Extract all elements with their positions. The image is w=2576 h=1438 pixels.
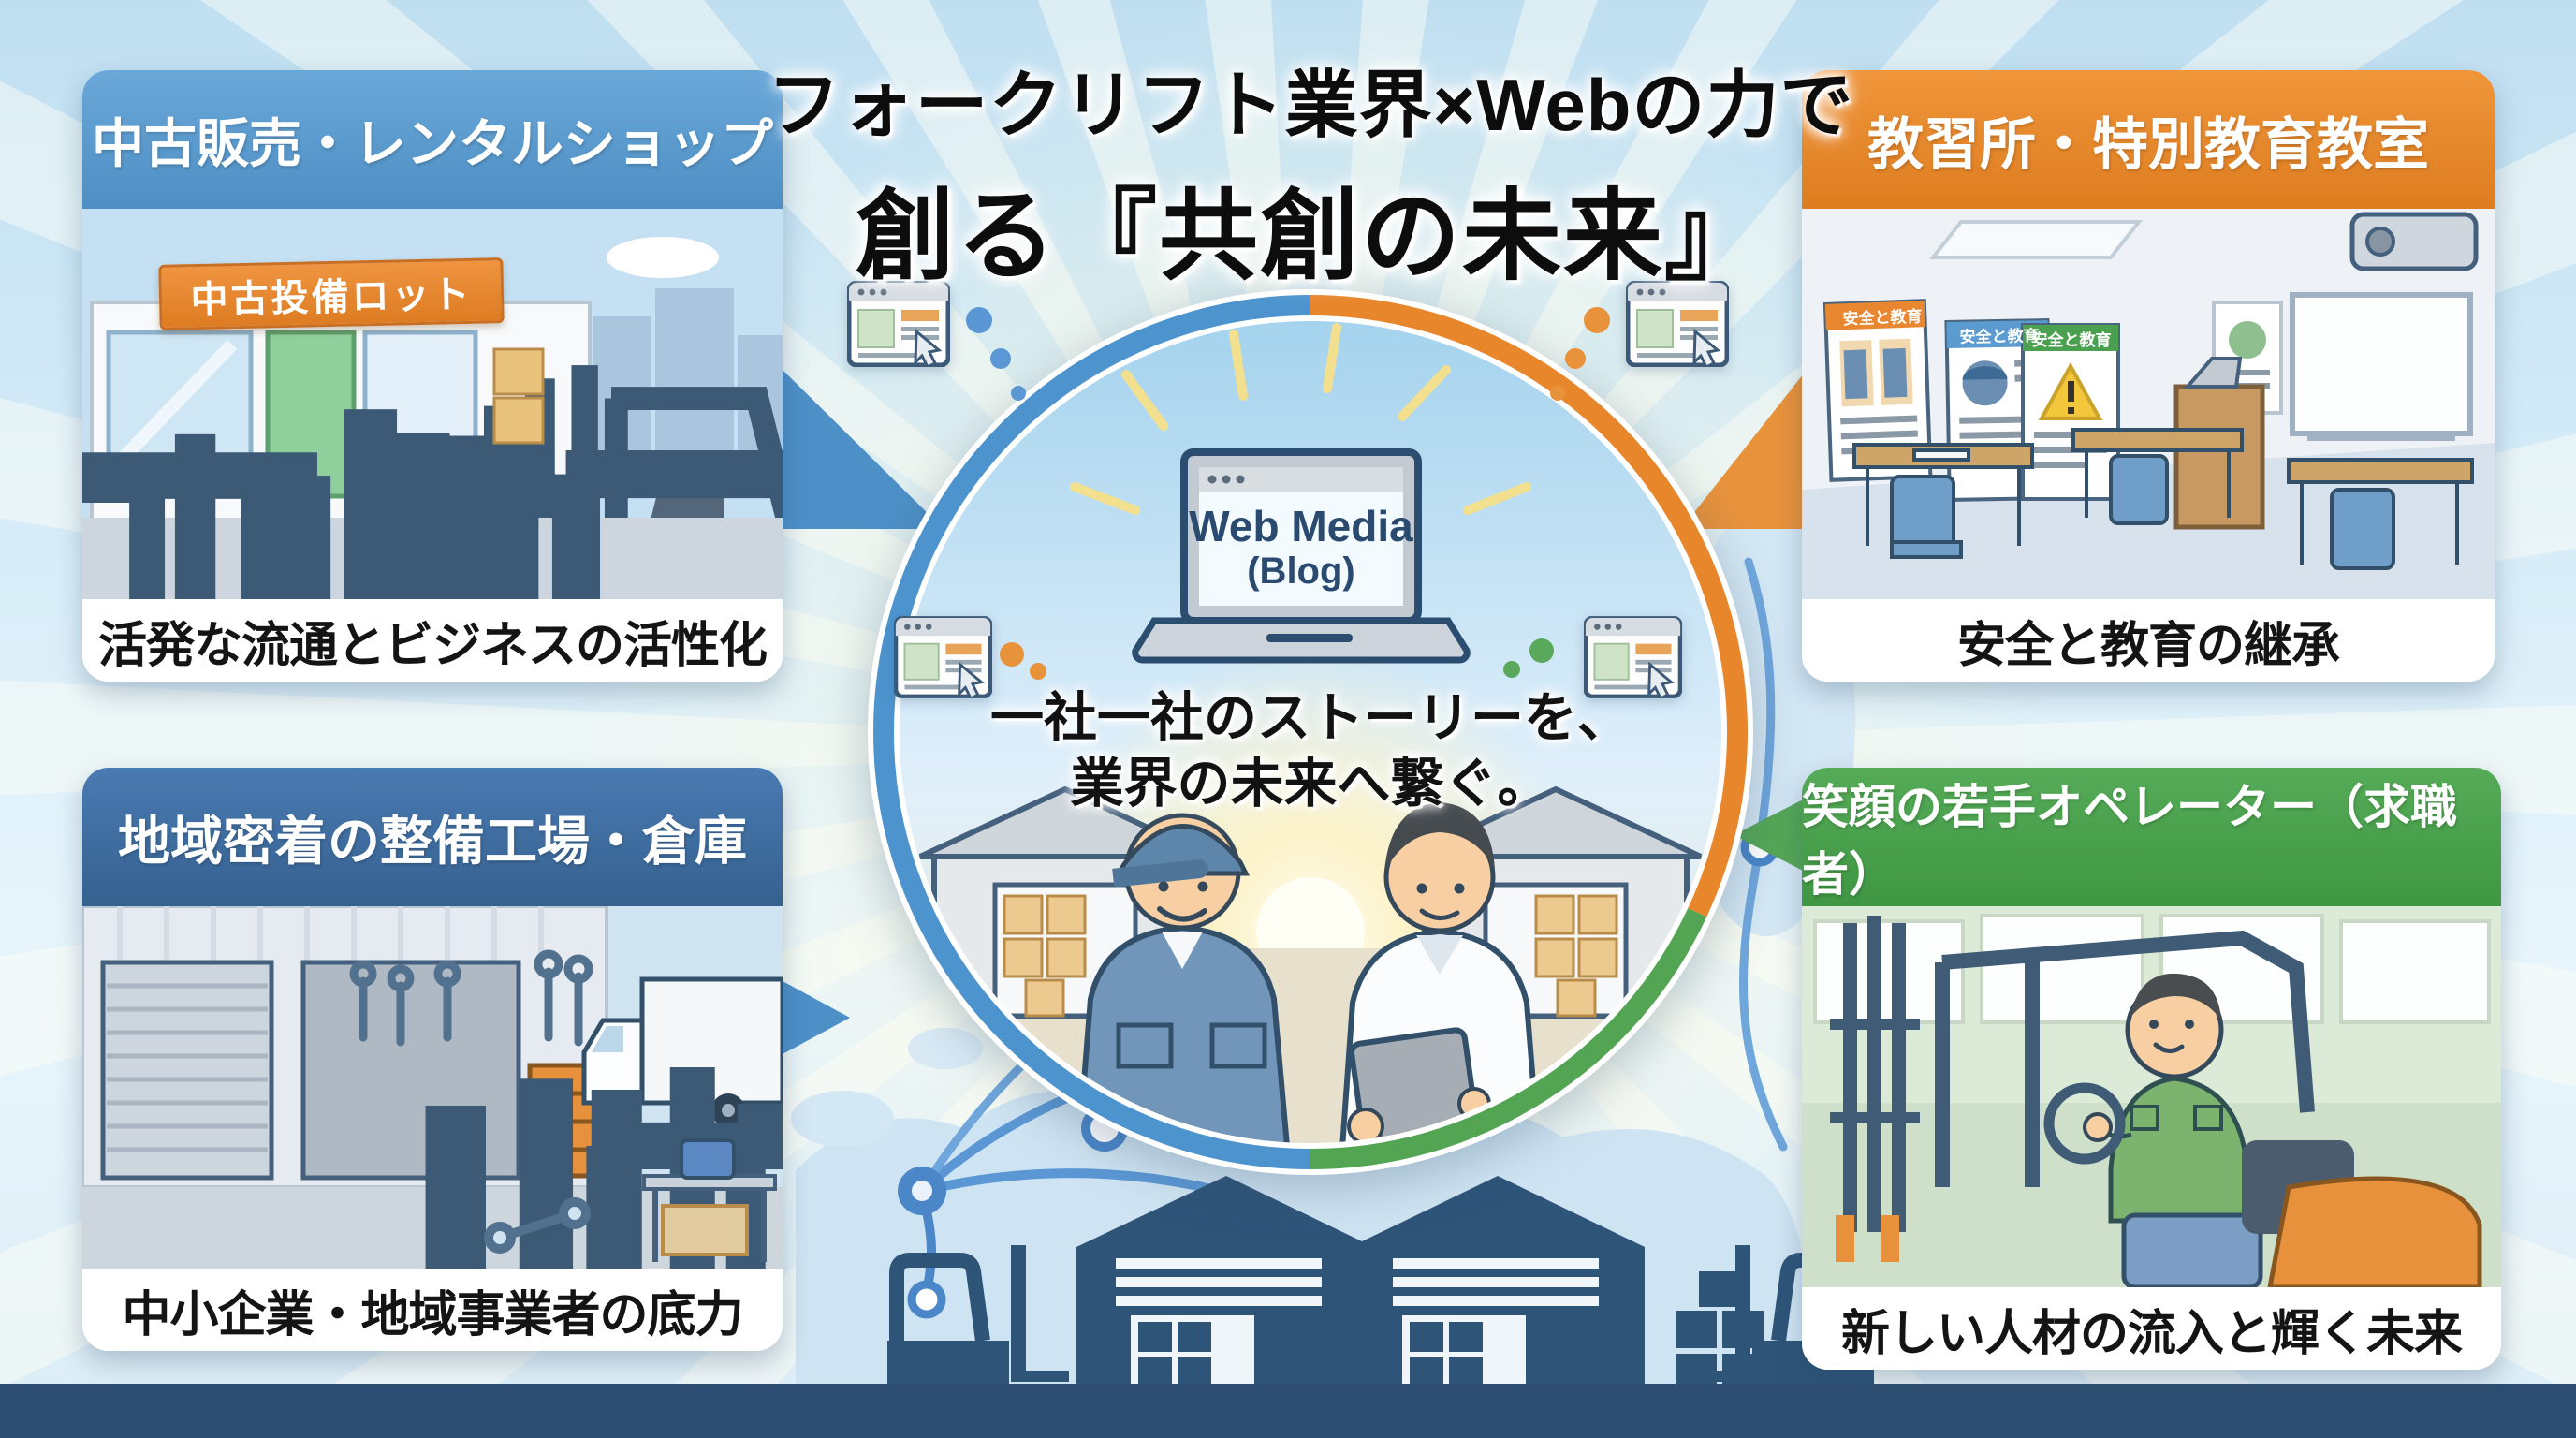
page-title: フォークリフト業界×Webの力で 創る『共創の未来』 bbox=[739, 47, 1881, 300]
web-media-label: Web Media (Blog) bbox=[1184, 503, 1418, 592]
tool-wall bbox=[349, 949, 593, 1047]
footer-band bbox=[0, 1384, 2576, 1438]
open-bay bbox=[300, 960, 521, 1181]
panel-header-operator: 笑顔の若手オペレーター（求職者） bbox=[1802, 768, 2501, 906]
panel-used-sales-rental-shop: 中古販売・レンタルショップ 中古投備ロッ bbox=[82, 70, 783, 682]
title-line-1: フォークリフト業界×Webの力で bbox=[767, 64, 1854, 146]
wrench-icon bbox=[484, 1197, 591, 1254]
web-media-subtitle: (Blog) bbox=[1247, 550, 1355, 592]
web-media-title: Web Media bbox=[1189, 502, 1413, 550]
shop-sign: 中古投備ロット bbox=[158, 257, 505, 330]
panel-caption-operator: 新しい人材の流入と輝く未来 bbox=[1802, 1287, 2501, 1370]
center-tagline: 一社一社のストーリーを、 業界の未来へ繋ぐ。 bbox=[913, 686, 1708, 816]
laptop-icon bbox=[2183, 357, 2243, 389]
vise-icon bbox=[680, 1138, 736, 1180]
operator-person bbox=[2083, 973, 2263, 1287]
classroom-chairs bbox=[1890, 454, 2395, 570]
dot-trail bbox=[1584, 307, 1610, 333]
dot-trail bbox=[966, 307, 992, 333]
panel-caption-factory: 中小企業・地域事業者の底力 bbox=[82, 1269, 783, 1351]
panel-header-factory: 地域密着の整備工場・倉庫 bbox=[82, 768, 783, 906]
safety-poster bbox=[2021, 323, 2120, 501]
ceiling-light bbox=[1928, 220, 2144, 259]
overhead-guard bbox=[1935, 930, 2315, 1187]
dot-trail bbox=[1550, 386, 1565, 401]
dot-trail bbox=[1000, 642, 1024, 667]
browser-window-icon bbox=[894, 616, 992, 698]
steering-wheel bbox=[2043, 1082, 2126, 1165]
light-rays bbox=[1070, 323, 1531, 515]
operator-illustration bbox=[1802, 906, 2501, 1287]
projector-icon bbox=[2349, 212, 2479, 271]
panel-caption-used-sales: 活発な流通とビジネスの活性化 bbox=[82, 599, 783, 682]
poster-title: 安全と教育 bbox=[2031, 331, 2112, 349]
operator-scene bbox=[1802, 906, 2501, 1287]
classroom-scene bbox=[1802, 209, 2495, 599]
classroom-desks bbox=[1852, 428, 2474, 565]
panel-maintenance-factory: 地域密着の整備工場・倉庫 bbox=[82, 768, 783, 1351]
safety-poster bbox=[1822, 299, 1933, 482]
hub-scene bbox=[868, 289, 1753, 1175]
connector-wedges bbox=[783, 370, 1807, 1054]
classroom-illustration: 安全と教育 安全と教育 安全と教育 bbox=[1802, 209, 2495, 599]
panel-training-school: 教習所・特別教育教室 bbox=[1802, 70, 2495, 682]
box-stack bbox=[492, 347, 545, 445]
panel-young-operator: 笑顔の若手オペレーター（求職者） bbox=[1802, 768, 2501, 1370]
dot-trail bbox=[1030, 663, 1046, 680]
tagline-line-2: 業界の未来へ繋ぐ。 bbox=[1070, 753, 1551, 814]
dot-trail bbox=[1503, 661, 1520, 678]
dot-trail bbox=[1565, 348, 1586, 369]
used-shop-illustration: 中古投備ロット bbox=[82, 209, 783, 599]
poster-title: 安全と教育 bbox=[1842, 307, 1923, 329]
whiteboard bbox=[2290, 292, 2473, 441]
podium bbox=[2174, 357, 2265, 530]
tagline-line-1: 一社一社のストーリーを、 bbox=[990, 688, 1631, 748]
dot-trail bbox=[1011, 386, 1026, 401]
panel-header-used-sales: 中古販売・レンタルショップ bbox=[82, 70, 783, 209]
box-stack-silhouette bbox=[1676, 1271, 1764, 1387]
panel-caption-training: 安全と教育の継承 bbox=[1802, 599, 2495, 682]
warehouse-forklift-silhouette bbox=[887, 1176, 1874, 1404]
center-hub-circle: Web Media (Blog) 一社一社のストーリーを、 業界の未来へ繋ぐ。 bbox=[855, 276, 1766, 1188]
title-line-2: 創る『共創の未来』 bbox=[856, 182, 1765, 292]
browser-window-icon bbox=[1584, 616, 1682, 698]
workbench bbox=[642, 1138, 777, 1262]
laptop-icon bbox=[1070, 323, 1531, 664]
garage-scene bbox=[82, 906, 783, 1269]
forklift-body bbox=[2242, 1140, 2482, 1287]
segmented-ring bbox=[868, 289, 1753, 1175]
panel-header-training: 教習所・特別教育教室 bbox=[1802, 70, 2495, 209]
garage-illustration bbox=[82, 906, 783, 1269]
dot-trail bbox=[1530, 638, 1554, 663]
shutter-door bbox=[100, 960, 274, 1181]
dot-trail bbox=[990, 348, 1011, 369]
forklift-mast bbox=[1830, 916, 1920, 1262]
